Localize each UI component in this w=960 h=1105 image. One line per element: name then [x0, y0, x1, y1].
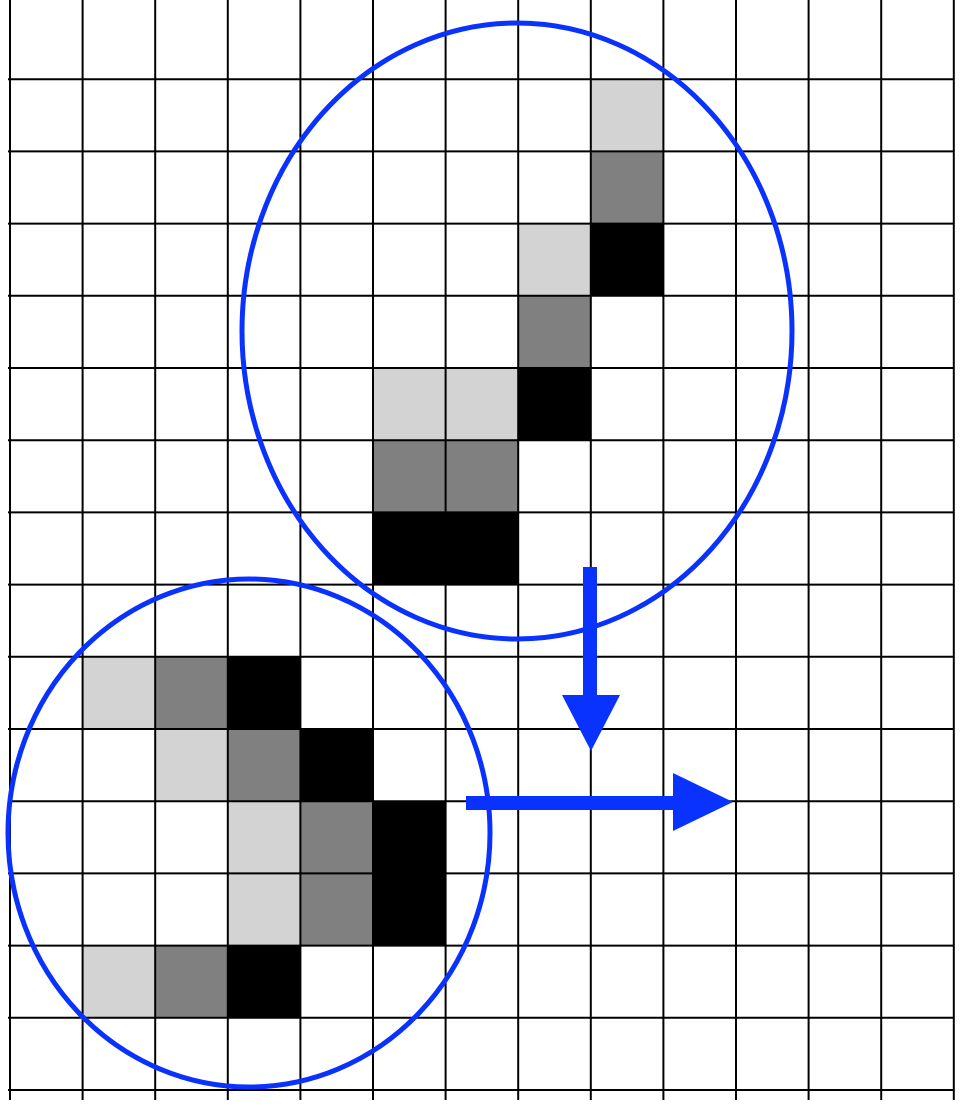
down-arrow-shaft — [583, 567, 597, 697]
direction-arrows — [466, 567, 733, 831]
right-arrow-icon — [466, 773, 733, 831]
cell-mid — [227, 729, 301, 802]
cell-mid — [590, 151, 664, 224]
down-arrow-head — [562, 695, 620, 751]
right-arrow-shaft — [466, 796, 678, 810]
cell-mid — [300, 801, 373, 874]
grid-lines — [8, 0, 955, 1100]
cell-light — [227, 873, 301, 946]
cell-light — [445, 368, 519, 441]
cell-mid — [445, 440, 519, 513]
cell-mid — [155, 945, 228, 1018]
cell-dark — [445, 512, 519, 585]
down-arrow-icon — [562, 567, 620, 751]
cell-dark — [373, 873, 446, 946]
cell-light — [82, 656, 156, 729]
cell-dark — [227, 945, 301, 1018]
cell-light — [518, 223, 591, 296]
lower-cluster — [82, 656, 446, 1018]
cell-dark — [518, 368, 591, 441]
cell-dark — [300, 729, 373, 802]
right-arrow-head — [673, 773, 733, 831]
cell-dark — [373, 801, 446, 874]
upper-cluster — [373, 79, 664, 585]
shaded-cells — [82, 79, 664, 1018]
cell-light — [590, 79, 664, 152]
cell-light — [227, 801, 301, 874]
cell-mid — [373, 440, 446, 513]
lower-circle — [5, 576, 493, 1090]
highlight-circles — [5, 20, 795, 1090]
cell-light — [82, 945, 156, 1018]
cell-mid — [518, 295, 591, 368]
cell-light — [155, 729, 228, 802]
cell-dark — [227, 656, 301, 729]
cell-mid — [300, 873, 373, 946]
cell-light — [373, 368, 446, 441]
cell-dark — [373, 512, 446, 585]
upper-circle — [239, 20, 795, 642]
cell-dark — [590, 223, 664, 296]
cell-mid — [155, 656, 228, 729]
